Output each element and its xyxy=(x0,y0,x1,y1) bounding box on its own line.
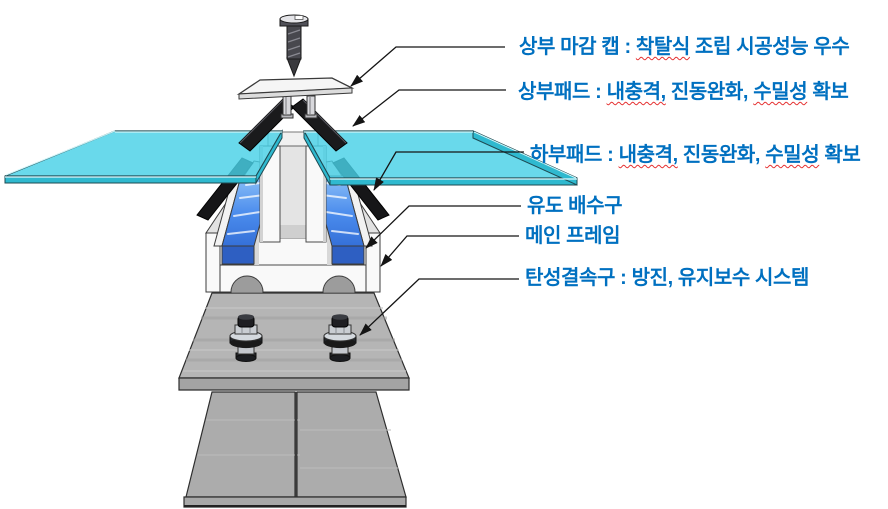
cap-plate-front xyxy=(238,87,353,100)
cap-leg-left xyxy=(282,95,292,116)
beam-web-left xyxy=(185,391,296,498)
annotation-lower-pad: 하부패드 : 내충격, 진동완화, 수밀성 확보 xyxy=(530,144,861,166)
elastic-fastener-right xyxy=(323,314,357,362)
annotation-top-cap: 상부 마감 캡 : 착탈식 조립 시공성능 우수 xyxy=(519,36,850,58)
annotation-fastener: 탄성결속구 : 방진, 유지보수 시스템 xyxy=(525,267,809,289)
label-segment: 상부 마감 캡 : xyxy=(519,36,636,58)
annotation-drain: 유도 배수구 xyxy=(527,195,623,217)
base-plate-top xyxy=(178,292,410,379)
label-segment: 탄성결속구 : 방진, 유지보수 시스템 xyxy=(525,267,810,289)
label-segment: 수밀성 xyxy=(753,81,808,103)
elastic-fastener-left xyxy=(229,314,263,362)
steel-beam xyxy=(178,292,410,508)
leader-lines xyxy=(350,46,524,336)
label-segment: 진동완화, xyxy=(665,81,754,103)
fastening-screw xyxy=(279,14,309,78)
cap-leg-right xyxy=(306,95,316,116)
label-segment: 진동완화, xyxy=(677,144,766,166)
label-segment: 메인 프레임 xyxy=(525,225,621,247)
label-segment: 상부패드 : xyxy=(518,81,607,103)
annotation-upper-pad: 상부패드 : 내충격, 진동완화, 수밀성 확보 xyxy=(518,81,849,103)
upper-pad-right xyxy=(291,98,348,152)
glass-panel-right xyxy=(302,130,578,186)
glass-panel-left xyxy=(4,129,284,185)
leader-upper-pad xyxy=(352,89,506,127)
leader-drain xyxy=(365,205,521,249)
top-cap xyxy=(236,77,355,119)
label-segment: 확보 xyxy=(819,144,861,166)
label-segment: 내충격, xyxy=(606,81,667,103)
label-segment: 내충격, xyxy=(618,144,679,166)
label-segment: 확보 xyxy=(807,81,849,103)
label-segment: 유도 배수구 xyxy=(527,195,623,217)
annotation-main-frame: 메인 프레임 xyxy=(525,225,621,247)
leader-top-cap xyxy=(350,46,505,87)
leader-fastener xyxy=(359,278,519,336)
leader-lower-pad xyxy=(373,151,524,191)
label-segment: 하부패드 : xyxy=(530,144,619,166)
beam-web-right xyxy=(296,391,407,498)
label-segment: 착탈식 xyxy=(635,36,690,58)
leader-main-frame xyxy=(380,235,519,267)
base-plate-front xyxy=(178,377,410,391)
frame-upstand-channel xyxy=(279,145,307,239)
frame-bottom-slab xyxy=(219,264,367,293)
label-segment: 수밀성 xyxy=(765,144,820,166)
label-segment: 조립 시공성능 우수 xyxy=(689,36,850,58)
